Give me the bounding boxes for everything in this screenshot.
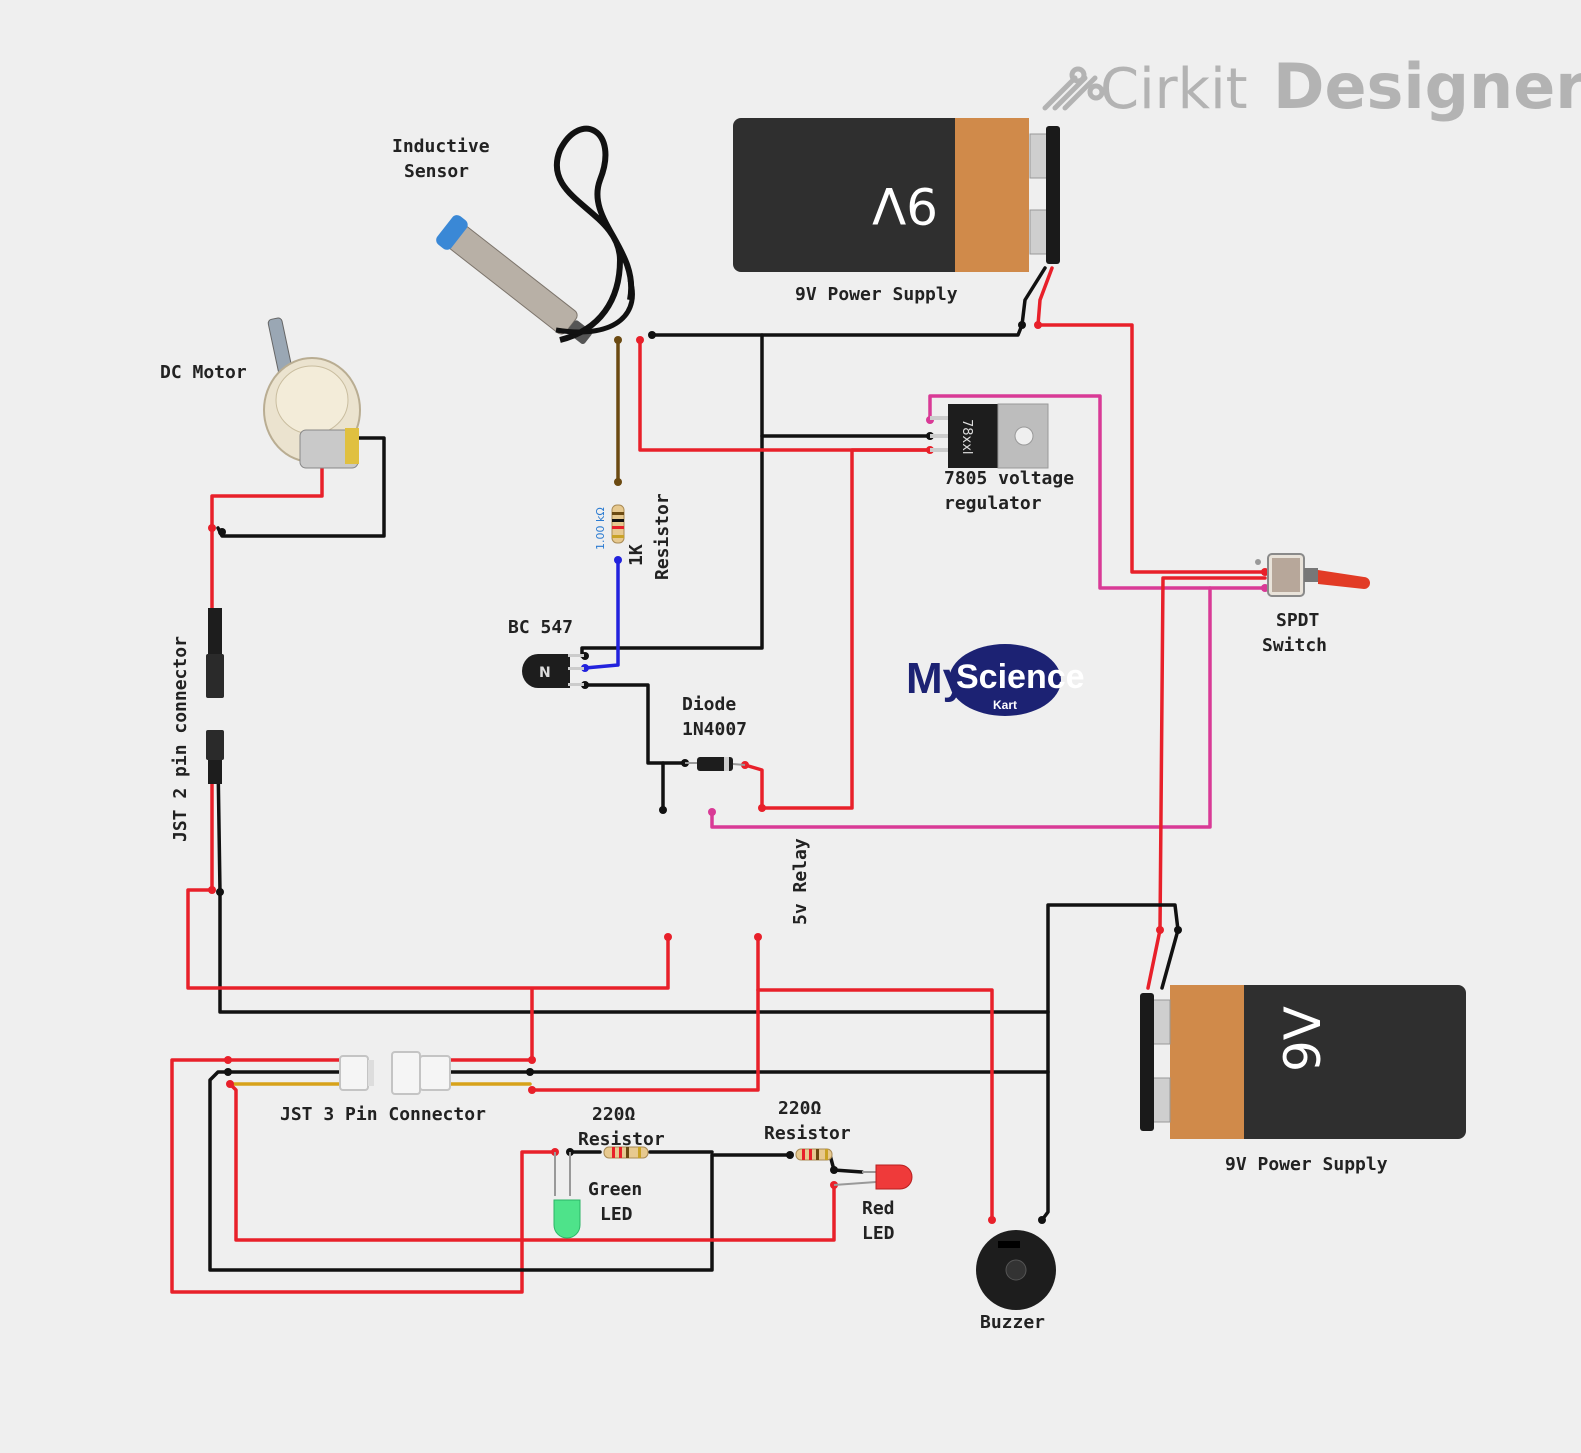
brand-cirkit: Cirkit xyxy=(1100,57,1248,122)
wire-regulator-gnd-bc547[interactable] xyxy=(580,434,764,658)
resistor-1k[interactable]: 1.00 kΩ xyxy=(594,504,625,550)
wire-resistor-base[interactable] xyxy=(583,558,620,670)
resistor-1k-value: 1.00 kΩ xyxy=(594,507,607,550)
wire-relay-buzzer[interactable] xyxy=(756,935,994,1222)
wire-battery-bottom-black[interactable] xyxy=(218,890,1180,1014)
inductive-sensor-label-2: Sensor xyxy=(404,161,469,182)
watermark-kart: Kart xyxy=(993,698,1017,712)
transistor-bc547[interactable]: N xyxy=(522,654,584,688)
wire-relay-jst2[interactable] xyxy=(186,888,670,990)
wire-sensor-red[interactable] xyxy=(638,338,932,452)
battery-top-label: 9V Power Supply xyxy=(795,284,958,305)
wire-relay-jst3[interactable] xyxy=(530,988,760,1092)
jst2-label: JST 2 pin connector xyxy=(170,636,191,842)
regulator-label-1: 7805 voltage xyxy=(944,468,1074,489)
diode-label-1: Diode xyxy=(682,694,736,715)
resistor-220-a[interactable] xyxy=(603,1146,649,1159)
inductive-sensor-label-1: Inductive xyxy=(392,136,490,157)
resistor-220-a-label-2: Resistor xyxy=(578,1129,665,1150)
brand-designer: Designer xyxy=(1273,50,1581,123)
jst-3pin-connector[interactable] xyxy=(339,1051,451,1095)
resistor-220-b[interactable] xyxy=(795,1148,833,1161)
watermark-science: Science xyxy=(956,658,1085,696)
wire-black-jst3[interactable] xyxy=(528,1010,1050,1074)
my-science-kart-watermark: My Science Kart xyxy=(906,644,1085,716)
regulator-label-2: regulator xyxy=(944,493,1042,514)
bc547-mark: N xyxy=(539,665,551,681)
wire-bc547-diode[interactable] xyxy=(583,683,687,765)
jst3-label: JST 3 Pin Connector xyxy=(280,1104,486,1125)
spdt-switch[interactable] xyxy=(1255,553,1370,597)
battery-bottom[interactable]: 9V xyxy=(1140,985,1466,1139)
diode-1n4007[interactable] xyxy=(685,757,746,771)
diode-label-2: 1N4007 xyxy=(682,719,747,740)
spdt-label-2: Switch xyxy=(1262,635,1327,656)
resistor-1k-label-2: Resistor xyxy=(652,493,673,580)
green-led-label-1: Green xyxy=(588,1179,642,1200)
cirkit-designer-logo: Cirkit Designer xyxy=(1042,50,1581,123)
dc-motor[interactable] xyxy=(263,317,361,469)
wire-black-buzzer[interactable] xyxy=(1040,1070,1050,1222)
wire-jst3-black-resistor[interactable] xyxy=(208,1070,792,1272)
red-led-label-1: Red xyxy=(862,1198,895,1219)
wire-regulator-out[interactable] xyxy=(743,448,932,810)
wire-battery-top-red[interactable] xyxy=(1036,266,1267,574)
wires xyxy=(170,266,1267,1294)
buzzer[interactable] xyxy=(976,1230,1056,1310)
battery-bottom-face-label: 9V xyxy=(1274,1006,1332,1072)
battery-top-face-label: 9V xyxy=(872,176,938,234)
wire-jst3-red-green-led[interactable] xyxy=(170,1058,557,1294)
wire-motor-red[interactable] xyxy=(210,466,324,610)
buzzer-label: Buzzer xyxy=(980,1312,1045,1333)
green-led[interactable] xyxy=(553,1152,581,1239)
cirkit-logo-icon xyxy=(1042,66,1105,111)
wire-jst3-red-led[interactable] xyxy=(228,1082,836,1242)
wire-pink-regulator-switch[interactable] xyxy=(928,394,1267,590)
dc-motor-label: DC Motor xyxy=(160,362,247,383)
spdt-label-1: SPDT xyxy=(1276,610,1320,631)
resistor-220-a-label-1: 220Ω xyxy=(592,1104,636,1125)
watermark-my: My xyxy=(906,654,968,703)
wire-pink-relay-switch[interactable] xyxy=(710,586,1212,829)
regulator-chip-label: 78xxl xyxy=(959,419,974,455)
battery-bottom-label: 9V Power Supply xyxy=(1225,1154,1388,1175)
green-led-label-2: LED xyxy=(600,1204,633,1225)
voltage-regulator-7805[interactable]: 78xxl xyxy=(930,403,1049,469)
bc547-label: BC 547 xyxy=(508,617,573,638)
resistor-220-b-label-2: Resistor xyxy=(764,1123,851,1144)
resistor-220-b-label-1: 220Ω xyxy=(778,1098,822,1119)
battery-top[interactable]: 9V xyxy=(733,118,1060,272)
red-led-label-2: LED xyxy=(862,1223,895,1244)
jst-2pin-connector[interactable] xyxy=(206,608,224,784)
inductive-sensor[interactable] xyxy=(434,125,635,353)
relay-label: 5v Relay xyxy=(790,838,811,925)
resistor-1k-label-1: 1K xyxy=(626,544,647,566)
wire-switch-battery-bottom[interactable] xyxy=(1146,576,1267,990)
red-led[interactable] xyxy=(833,1164,913,1190)
